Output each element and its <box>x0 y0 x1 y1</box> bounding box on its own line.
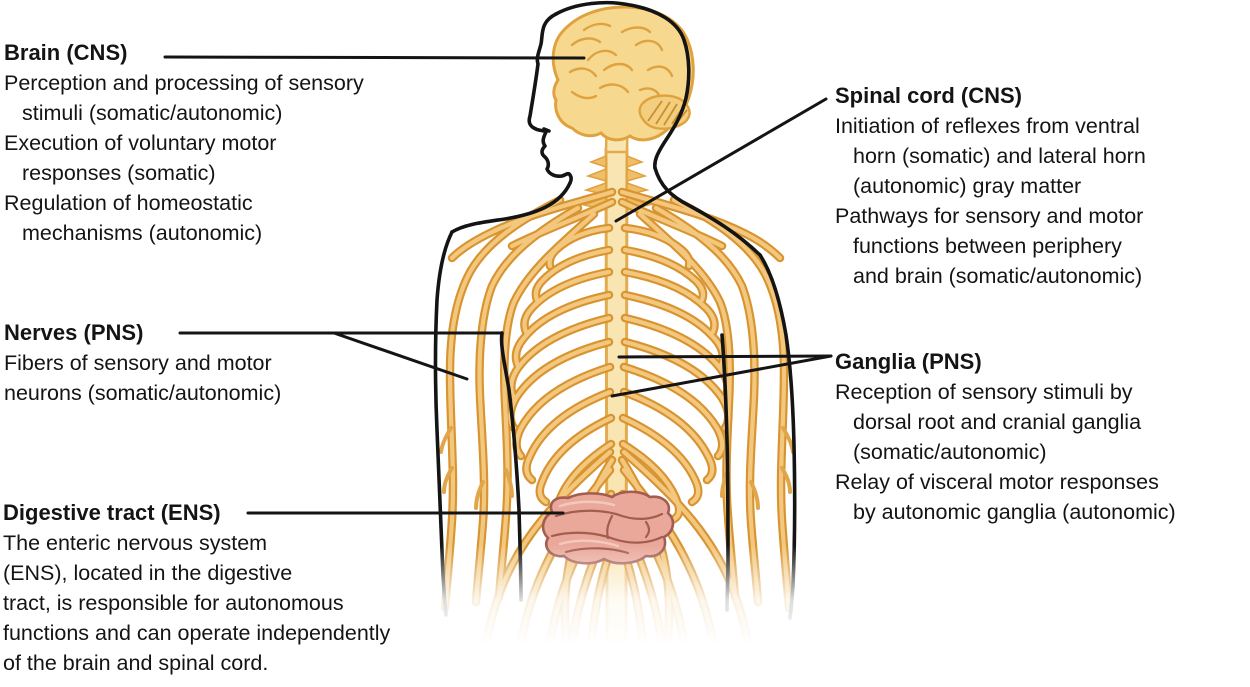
label-ganglia: Ganglia (PNS) Reception of sensory stimu… <box>835 347 1176 527</box>
brain-heading: Brain (CNS) <box>4 40 128 65</box>
brain-line: Perception and processing of sensory <box>4 71 364 95</box>
brain-line: Regulation of homeostatic <box>4 191 253 215</box>
spinal-line: horn (somatic) and lateral horn <box>853 144 1146 168</box>
figure-fade <box>380 545 900 687</box>
spinal-line: Initiation of reflexes from ventral <box>835 114 1140 138</box>
leader-spinal-cord <box>614 97 828 223</box>
nerves-line: neurons (somatic/autonomic) <box>4 381 282 405</box>
leader-ganglia-1 <box>617 354 833 359</box>
brain <box>551 5 695 142</box>
nostril-mark <box>542 127 551 133</box>
digestive-heading: Digestive tract (ENS) <box>3 500 221 525</box>
spinal-line: functions between periphery <box>853 234 1122 258</box>
ganglia-line: (somatic/autonomic) <box>853 440 1047 464</box>
left-trapezius <box>450 181 572 234</box>
right-trapezius <box>653 166 762 257</box>
ganglia-line: by autonomic ganglia (autonomic) <box>853 500 1176 524</box>
brain-line: stimuli (somatic/autonomic) <box>22 101 283 125</box>
spinal-heading: Spinal cord (CNS) <box>835 83 1023 108</box>
nerves-heading: Nerves (PNS) <box>4 320 144 345</box>
spinal-line: Pathways for sensory and motor <box>835 204 1144 228</box>
digestive-line: of the brain and spinal cord. <box>3 651 269 675</box>
digestive-line: functions and can operate independently <box>3 621 391 645</box>
label-spinal-cord: Spinal cord (CNS) Initiation of reflexes… <box>835 81 1146 291</box>
intestine-highlights <box>558 500 620 548</box>
label-digestive: Digestive tract (ENS) The enteric nervou… <box>3 498 390 678</box>
leader-nerves-2 <box>332 331 469 381</box>
label-nerves: Nerves (PNS) Fibers of sensory and motor… <box>4 318 281 408</box>
head-outline <box>554 0 691 170</box>
nerves-line: Fibers of sensory and motor <box>4 351 272 375</box>
digestive-line: (ENS), located in the digestive <box>3 561 293 585</box>
ganglia-line: Relay of visceral motor responses <box>835 470 1159 494</box>
ganglia-line: Reception of sensory stimuli by <box>835 380 1133 404</box>
label-brain: Brain (CNS) Perception and processing of… <box>4 38 364 248</box>
spinal-line: and brain (somatic/autonomic) <box>853 264 1143 288</box>
leader-brain <box>163 55 586 60</box>
leader-lines <box>163 55 833 515</box>
face-profile <box>527 12 573 185</box>
digestive-line: tract, is responsible for autonomous <box>3 591 344 615</box>
brain-line: Execution of voluntary motor <box>4 131 277 155</box>
leader-ganglia-2 <box>610 354 833 398</box>
spinal-line: (autonomic) gray matter <box>853 174 1082 198</box>
brain-line: responses (somatic) <box>22 161 216 185</box>
brain-line: mechanisms (autonomic) <box>22 221 263 245</box>
ganglia-line: dorsal root and cranial ganglia <box>853 410 1142 434</box>
digestive-line: The enteric nervous system <box>3 531 268 555</box>
ganglia-heading: Ganglia (PNS) <box>835 349 982 374</box>
